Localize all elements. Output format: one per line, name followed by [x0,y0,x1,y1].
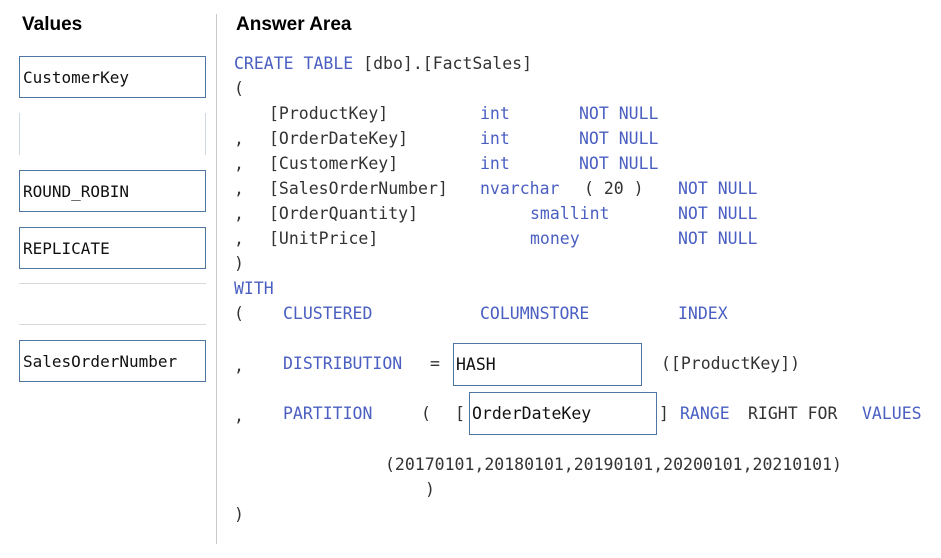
partition-open-paren: ( [421,404,431,423]
boundary-values: (20170101,20180101,20190101,20200101,202… [385,455,842,474]
values-heading: Values [22,14,83,35]
column-null: NOT NULL [678,179,758,198]
partition-close-paren: ) [425,480,435,499]
column-name-unitprice: [UnitPrice] [269,229,379,248]
range-keyword: RANGE [680,404,730,423]
clustered-keyword: CLUSTERED [283,304,373,323]
column-null: NOT NULL [678,229,758,248]
column-type: int [480,129,510,148]
column-name-productkey: [ProductKey] [269,104,389,123]
column-null: NOT NULL [579,129,659,148]
column-type: smallint [530,204,610,223]
distribution-drop-target[interactable]: HASH [453,343,642,386]
column-prefix: , [234,229,244,248]
answer-area-heading: Answer Area [236,14,352,35]
column-null: NOT NULL [579,104,659,123]
column-type: nvarchar [480,179,560,198]
column-prefix: , [234,154,244,173]
panel-divider [216,14,217,544]
column-type: money [530,229,580,248]
column-name-customerkey: [CustomerKey] [269,154,399,173]
value-tile-customerkey[interactable]: CustomerKey [19,56,206,98]
value-tile-empty-2[interactable] [19,283,206,325]
value-tile-salesordernumber[interactable]: SalesOrderNumber [19,340,206,382]
distribution-keyword: DISTRIBUTION [283,354,403,373]
value-tile-empty[interactable] [19,113,206,155]
with-open-paren: ( [234,304,244,323]
table-name: [dbo].[FactSales] [353,54,533,73]
column-null: NOT NULL [579,154,659,173]
column-name-salesordernumber: [SalesOrderNumber] [269,179,448,198]
distribution-argument: ([ProductKey]) [661,354,801,373]
value-tile-round-robin[interactable]: ROUND_ROBIN [19,170,206,212]
column-name-orderdatekey: [OrderDateKey] [269,129,409,148]
create-table-line: CREATE TABLE [dbo].[FactSales] [234,51,532,76]
close-paren: ) [234,254,244,273]
with-keyword: WITH [234,279,274,298]
bracket-close: ] [659,404,669,423]
columnstore-keyword: COLUMNSTORE [480,304,590,323]
partition-keyword: PARTITION [283,404,373,423]
column-prefix [234,101,244,126]
column-prefix: , [234,129,244,148]
values-keyword: VALUES [862,404,922,423]
column-type-suffix: ( 20 ) [584,179,644,198]
column-prefix: , [234,204,244,223]
equals-sign: = [430,354,440,373]
partition-drop-target[interactable]: OrderDateKey [469,392,657,435]
right-for-keyword: RIGHT FOR [748,404,838,423]
index-keyword: INDEX [678,304,728,323]
open-paren: ( [234,79,244,98]
value-tile-replicate[interactable]: REPLICATE [19,227,206,269]
column-null: NOT NULL [678,204,758,223]
bracket-open: [ [455,404,465,423]
column-type: int [480,104,510,123]
column-name-orderquantity: [OrderQuantity] [269,204,419,223]
column-prefix: , [234,179,244,198]
comma: , [234,406,244,425]
comma: , [234,356,244,375]
final-close-paren: ) [234,505,244,524]
column-type: int [480,154,510,173]
create-table-keyword: CREATE TABLE [234,54,354,73]
